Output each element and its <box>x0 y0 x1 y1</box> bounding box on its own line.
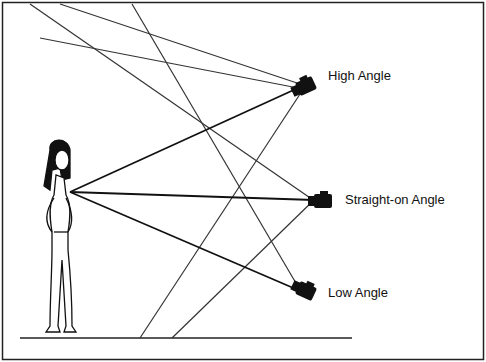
sight-lines <box>70 88 314 290</box>
camera-label: Low Angle <box>328 285 388 301</box>
camera-straight <box>308 191 332 208</box>
frame <box>3 3 484 360</box>
camera-label: High Angle <box>328 68 391 84</box>
view-lines <box>30 4 316 338</box>
camera-label: Straight-on Angle <box>345 192 445 208</box>
ground-line <box>20 337 352 339</box>
camera-low <box>289 276 318 302</box>
woman-figure <box>44 140 76 332</box>
camera-high <box>288 73 317 99</box>
